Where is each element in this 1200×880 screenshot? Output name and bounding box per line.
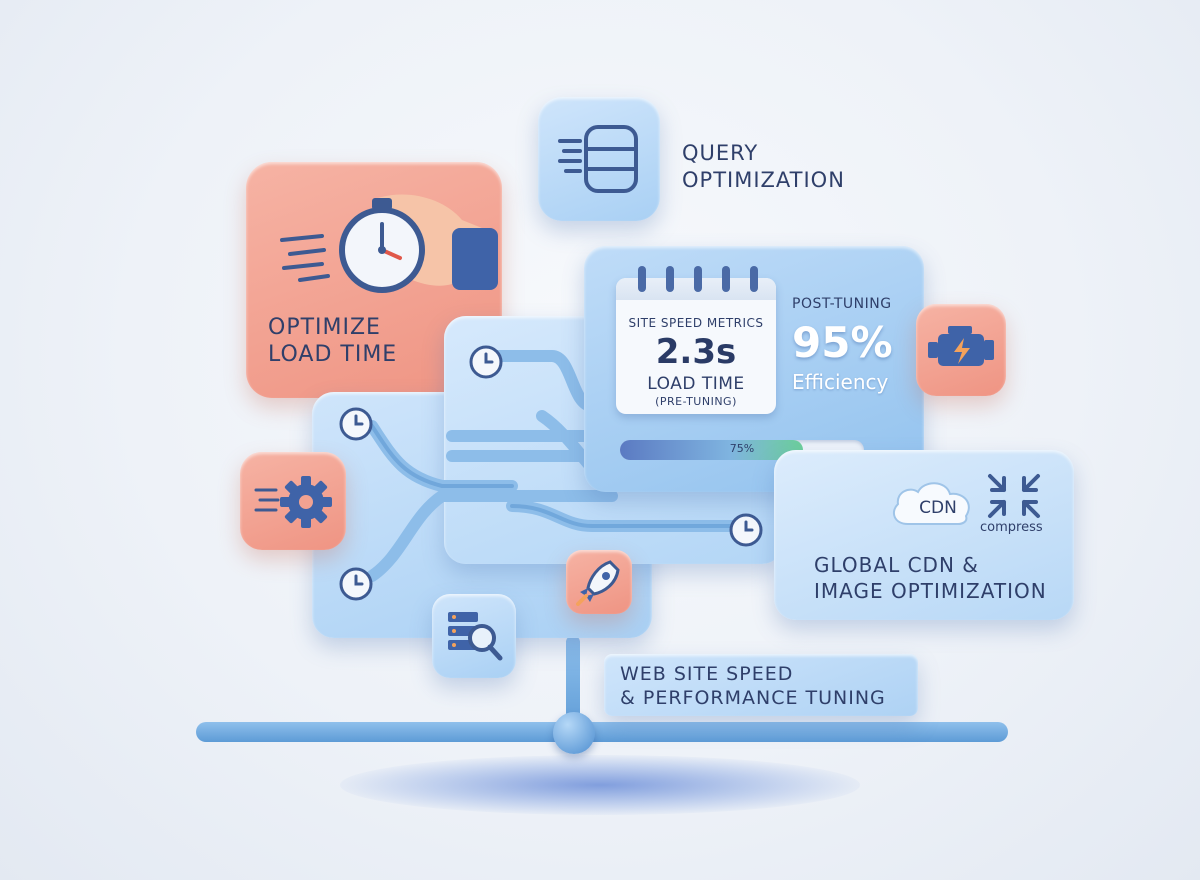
load-time-card[interactable]: OPTIMIZE LOAD TIME (246, 162, 502, 398)
engine-lightning-icon (928, 326, 994, 366)
compress-label: compress (980, 520, 1043, 535)
floor-shadow (340, 755, 860, 815)
calendar-title: SITE SPEED METRICS (628, 316, 764, 330)
gear-speed-icon (254, 476, 332, 528)
banner-title: WEB SITE SPEED & PERFORMANCE TUNING (620, 663, 886, 709)
database-icon (558, 125, 638, 193)
engine-tile[interactable] (916, 304, 1006, 396)
clock-icon (729, 513, 763, 547)
compress-icon (988, 474, 1040, 518)
query-tile[interactable] (538, 97, 660, 221)
cdn-card[interactable]: CDN compress GLOBAL CDN & IMAGE OPTIMIZA… (774, 450, 1074, 620)
load-time-title: OPTIMIZE LOAD TIME (268, 315, 398, 367)
calendar-metric: SITE SPEED METRICS 2.3s LOAD TIME (PRE-T… (616, 266, 776, 414)
post-tuning-value: 95% (792, 318, 893, 367)
calendar-rings (638, 266, 758, 292)
title-banner: WEB SITE SPEED & PERFORMANCE TUNING (604, 654, 918, 716)
cloud-icon (892, 482, 970, 525)
pre-tuning-note: (PRE-TUNING) (655, 395, 737, 408)
server-search-icon (448, 612, 503, 661)
rocket-icon (576, 560, 620, 606)
pre-tuning-label: LOAD TIME (647, 374, 745, 394)
gear-tile[interactable] (240, 452, 346, 550)
base-rail (196, 722, 1008, 742)
search-tile[interactable] (432, 594, 516, 678)
stopwatch-hand-icon (280, 194, 498, 293)
rocket-tile[interactable] (566, 550, 632, 614)
cdn-title: GLOBAL CDN & IMAGE OPTIMIZATION (814, 553, 1047, 603)
pre-tuning-value: 2.3s (655, 332, 737, 372)
clock-icon (339, 407, 373, 441)
progress-track: 75% (620, 440, 864, 460)
post-tuning-caption: Efficiency (792, 370, 889, 394)
rail-joint (553, 712, 595, 754)
progress-fill (620, 440, 803, 460)
clock-icon (469, 345, 503, 379)
progress-label: 75% (729, 442, 755, 455)
clock-icon (339, 567, 373, 601)
vertical-stem (566, 636, 580, 736)
post-tuning-label: POST-TUNING (792, 296, 892, 312)
cdn-cloud-label: CDN (919, 498, 957, 518)
query-title: QUERY OPTIMIZATION (682, 141, 845, 192)
